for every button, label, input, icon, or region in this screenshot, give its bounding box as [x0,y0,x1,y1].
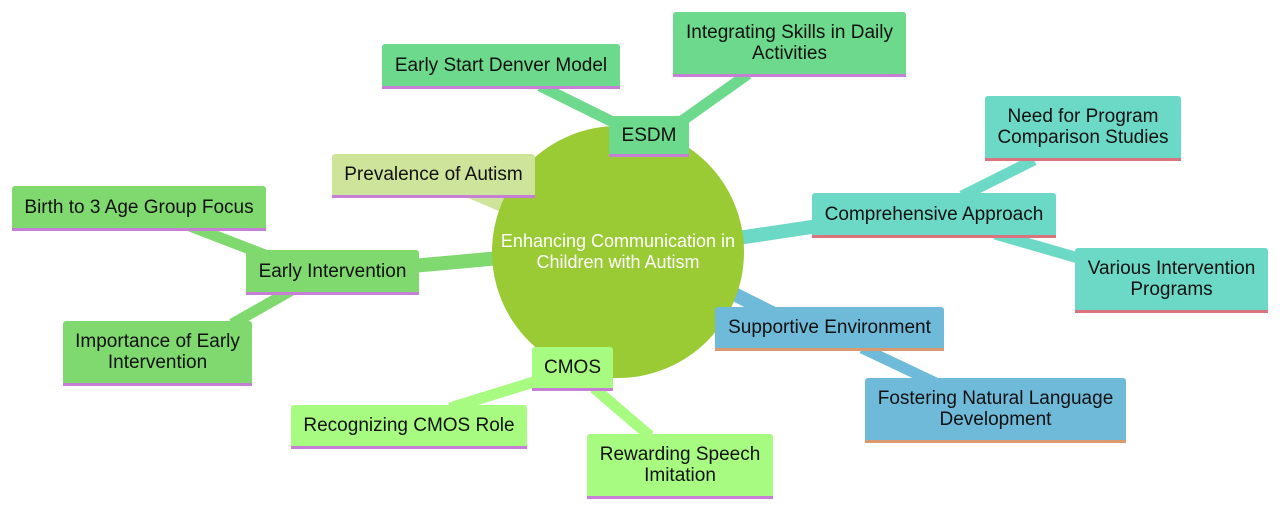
node-prevalence-of-autism: Prevalence of Autism [332,154,535,198]
node-recognizing-label: Recognizing CMOS Role [303,415,515,436]
node-fostering-label: Fostering Natural Language Development [877,388,1114,430]
node-cmos-label: CMOS [544,357,601,378]
node-fostering-natural-language: Fostering Natural Language Development [865,378,1126,443]
edge-early-importance [229,285,295,329]
edge-cmos-recognizing [448,374,542,414]
root-label: Enhancing Communication in Children with… [500,231,736,272]
node-early-start-denver-model: Early Start Denver Model [382,44,620,89]
edge-root-comprehensive [736,219,820,245]
node-importance-of-early-intervention: Importance of Early Intervention [63,321,252,386]
node-early-start-denver-model-label: Early Start Denver Model [394,54,608,76]
edge-cmos-rewarding [590,383,654,441]
node-integrating-skills-label: Integrating Skills in Daily Activities [686,22,893,64]
node-esdm: ESDM [609,116,689,157]
node-various-intervention-programs: Various Intervention Programs [1075,248,1268,313]
node-rewarding-label: Rewarding Speech Imitation [599,444,761,486]
node-early-intervention-label: Early Intervention [258,260,407,282]
node-cmos: CMOS [532,347,613,391]
edge-root-early [411,251,501,273]
node-birth-to-3-label: Birth to 3 Age Group Focus [24,196,254,218]
node-comprehensive-label: Comprehensive Approach [824,203,1044,225]
node-esdm-label: ESDM [621,124,677,146]
node-rewarding-speech-imitation: Rewarding Speech Imitation [587,434,773,499]
node-need-label: Need for Program Comparison Studies [997,106,1169,148]
node-prevalence-label: Prevalence of Autism [344,164,523,185]
node-comprehensive-approach: Comprehensive Approach [812,193,1056,238]
node-integrating-skills: Integrating Skills in Daily Activities [673,12,906,77]
node-need-for-program-comparison: Need for Program Comparison Studies [985,96,1181,161]
node-early-intervention: Early Intervention [246,250,419,295]
node-birth-to-3: Birth to 3 Age Group Focus [12,186,266,231]
edge-comprehensive-need [959,155,1037,201]
node-recognizing-cmos-role: Recognizing CMOS Role [291,405,527,449]
node-supportive-label: Supportive Environment [728,317,931,338]
node-importance-label: Importance of Early Intervention [75,331,240,373]
node-supportive-environment: Supportive Environment [715,307,944,351]
node-various-label: Various Intervention Programs [1087,258,1256,300]
